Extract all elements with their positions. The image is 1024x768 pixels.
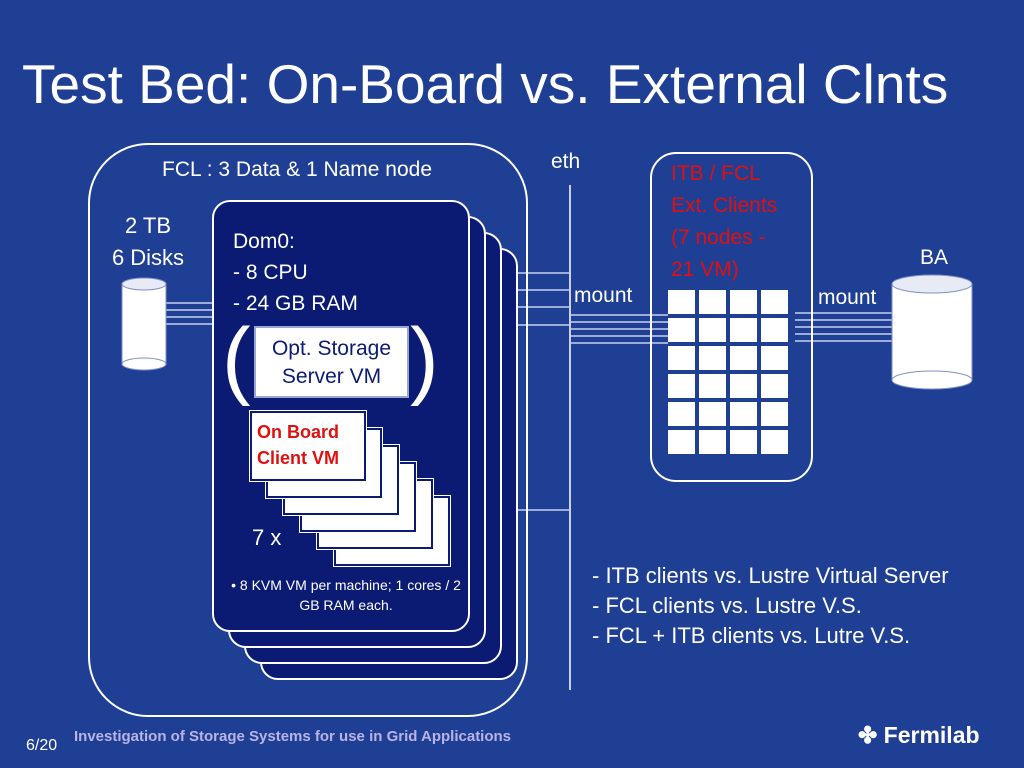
grid-cell (668, 318, 695, 342)
fcl-cluster-box (88, 143, 528, 717)
ba-label: BA (920, 246, 949, 269)
grid-cell (668, 374, 695, 398)
itb-line1: ITB / FCL (671, 162, 761, 185)
grid-cell (730, 402, 757, 426)
itb-label: ITB / FCL Ext. Clients (7 nodes - 21 VM) (671, 158, 811, 286)
itb-line2: Ext. Clients (671, 194, 778, 217)
itb-clients-box (650, 152, 813, 482)
bullet-item: - FCL clients vs. Lustre V.S. (592, 593, 862, 618)
grid-cell (730, 374, 757, 398)
grid-cell (668, 290, 695, 314)
grid-cell (730, 290, 757, 314)
grid-cell (761, 430, 788, 454)
opt-storage-vm: Opt. Storage Server VM (254, 326, 409, 398)
fermilab-logo: ✤ Fermilab (858, 722, 980, 749)
grid-cell (761, 374, 788, 398)
dom0-cpu: - 8 CPU (233, 261, 308, 284)
disk-cylinder-icon (121, 277, 167, 371)
disk-count: 6 Disks (111, 245, 185, 270)
bullet-item: - FCL + ITB clients vs. Lutre V.S. (592, 623, 911, 648)
grid-cell (699, 318, 726, 342)
bullet-item: - ITB clients vs. Lustre Virtual Server (592, 563, 949, 588)
fcl-label: FCL : 3 Data & 1 Name node (162, 158, 433, 181)
paren-right: ) (410, 311, 439, 407)
onboard-line1: On Board (257, 422, 340, 442)
grid-cell (699, 430, 726, 454)
onboard-line2: Client VM (257, 448, 340, 468)
dom0-title: Dom0: (233, 230, 295, 253)
ba-cylinder-icon (891, 274, 973, 390)
disk-links (166, 302, 214, 325)
mount-label-left: mount (574, 284, 633, 307)
vm-multiplier: 7 x (252, 525, 282, 550)
grid-cell (730, 346, 757, 370)
grid-cell (761, 346, 788, 370)
grid-cell (761, 402, 788, 426)
grid-cell (730, 318, 757, 342)
grid-cell (668, 346, 695, 370)
page-number: 6/20 (26, 737, 58, 754)
itb-line4: 21 VM) (671, 258, 739, 281)
grid-cell (730, 430, 757, 454)
grid-cell (699, 346, 726, 370)
slide-title: Test Bed: On-Board vs. External Clnts (22, 53, 949, 115)
mount-label-right: mount (818, 286, 877, 309)
dom0-specs: Dom0: - 8 CPU - 24 GB RAM (233, 226, 358, 319)
onboard-client-vm: On Board Client VM (249, 410, 367, 482)
grid-cell (699, 374, 726, 398)
grid-cell (761, 290, 788, 314)
grid-cell (699, 290, 726, 314)
itb-line3: (7 nodes - (671, 226, 766, 249)
eth-label: eth (551, 150, 581, 173)
grid-cell (699, 402, 726, 426)
paren-left: ( (222, 311, 251, 407)
opt-storage-line2: Server VM (281, 365, 382, 388)
kvm-note: • 8 KVM VM per machine; 1 cores / 2 GB R… (231, 577, 461, 613)
client-node-grid (668, 290, 788, 454)
comparison-bullets: - ITB clients vs. Lustre Virtual Server … (592, 561, 949, 651)
opt-storage-line1: Opt. Storage (271, 337, 392, 360)
fermilab-logo-text: Fermilab (883, 722, 980, 748)
dom0-ram: - 24 GB RAM (233, 292, 358, 315)
grid-cell (668, 402, 695, 426)
grid-cell (761, 318, 788, 342)
fermilab-logo-icon: ✤ (858, 722, 878, 748)
grid-cell (668, 430, 695, 454)
disk-size: 2 TB (124, 213, 172, 238)
footer-text: Investigation of Storage Systems for use… (74, 728, 512, 745)
disk-label: 2 TB 6 Disks (104, 210, 192, 274)
